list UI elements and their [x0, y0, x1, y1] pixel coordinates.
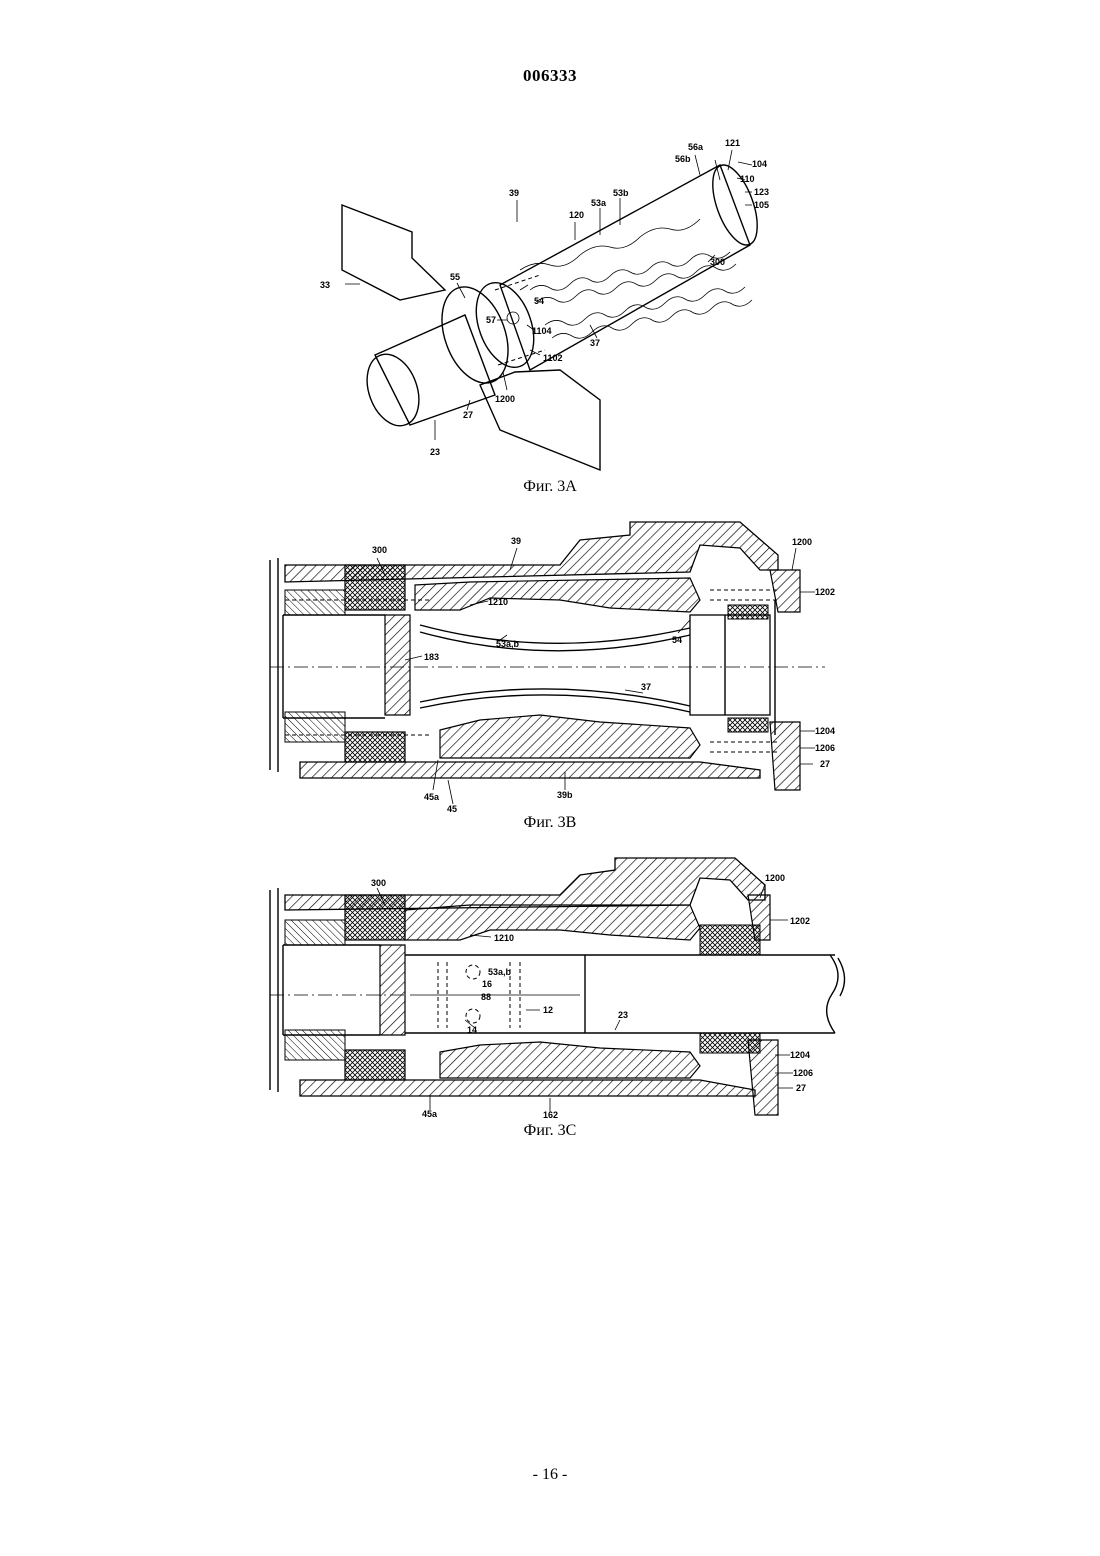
- fig3c-label-88: 88: [481, 992, 491, 1002]
- page-number: - 16 -: [0, 1466, 1100, 1484]
- fig3b-label-1210: 1210: [488, 597, 508, 607]
- fig3b-label-37: 37: [641, 682, 651, 692]
- fig3c-label-14: 14: [467, 1025, 477, 1035]
- figure-3b-drawing: 300 39 1200 1202 1210 53a,b 54 183 37 12…: [0, 520, 1100, 820]
- fig3a-label-56a: 56a: [688, 142, 704, 152]
- fig3c-label-162: 162: [543, 1110, 558, 1120]
- fig3a-label-57: 57: [486, 315, 496, 325]
- fig3a-label-53b: 53b: [613, 188, 629, 198]
- figure-3a-drawing: 39 121 56a 56b 104 110 123 105 120 53a 5…: [0, 130, 1100, 475]
- fig3b-label-27: 27: [820, 759, 830, 769]
- fig3a-label-120: 120: [569, 210, 584, 220]
- fig3a-label-123: 123: [754, 187, 769, 197]
- fig3c-label-1202: 1202: [790, 916, 810, 926]
- fig3a-label-1104: 1104: [532, 326, 552, 336]
- fig3b-label-1204: 1204: [815, 726, 835, 736]
- fig3c-label-1210: 1210: [494, 933, 514, 943]
- fig3c-label-53a,b: 53a,b: [488, 967, 512, 977]
- fig3c-label-23: 23: [618, 1010, 628, 1020]
- fig3a-label-300: 300: [710, 257, 725, 267]
- fig3b-label-183: 183: [424, 652, 439, 662]
- fig3b-label-54: 54: [672, 635, 682, 645]
- fig3b-label-39b: 39b: [557, 790, 573, 800]
- fig3c-label-300: 300: [371, 878, 386, 888]
- fig3c-label-1206: 1206: [793, 1068, 813, 1078]
- fig3c-label-1200: 1200: [765, 873, 785, 883]
- document-number: 006333: [0, 66, 1100, 86]
- fig3a-label-56b: 56b: [675, 154, 691, 164]
- fig3a-label-53a: 53a: [591, 198, 607, 208]
- fig3a-label-23: 23: [430, 447, 440, 457]
- fig3c-label-12: 12: [543, 1005, 553, 1015]
- fig3b-label-1206: 1206: [815, 743, 835, 753]
- fig3b-label-39: 39: [511, 536, 521, 546]
- fig3a-label-110: 110: [740, 174, 755, 184]
- figure-3c-caption: Фиг. 3С: [0, 1122, 1100, 1140]
- fig3b-label-45a: 45a: [424, 792, 440, 802]
- fig3a-label-121: 121: [725, 138, 740, 148]
- fig3a-label-54: 54: [534, 296, 544, 306]
- figure-3c-drawing: 300 1200 1202 1210 53a,b 16 88 12 14 23 …: [0, 855, 1100, 1125]
- fig3a-label-39: 39: [509, 188, 519, 198]
- fig3c-label-45a: 45a: [422, 1109, 438, 1119]
- fig3a-label-55: 55: [450, 272, 460, 282]
- fig3b-label-1202: 1202: [815, 587, 835, 597]
- fig3c-label-1204: 1204: [790, 1050, 810, 1060]
- fig3b-label-300: 300: [372, 545, 387, 555]
- figure-3a-caption: Фиг. 3А: [0, 478, 1100, 496]
- fig3a-label-33: 33: [320, 280, 330, 290]
- fig3a-label-1200: 1200: [495, 394, 515, 404]
- figure-3b-caption: Фиг. 3В: [0, 814, 1100, 832]
- fig3b-label-53a,b: 53a,b: [496, 639, 520, 649]
- fig3a-label-105: 105: [754, 200, 769, 210]
- fig3a-label-37: 37: [590, 338, 600, 348]
- fig3c-label-27: 27: [796, 1083, 806, 1093]
- fig3b-label-45: 45: [447, 804, 457, 814]
- fig3a-label-27: 27: [463, 410, 473, 420]
- fig3a-label-1102: 1102: [543, 353, 563, 363]
- fig3b-label-1200: 1200: [792, 537, 812, 547]
- fig3a-label-104: 104: [752, 159, 767, 169]
- fig3c-label-16: 16: [482, 979, 492, 989]
